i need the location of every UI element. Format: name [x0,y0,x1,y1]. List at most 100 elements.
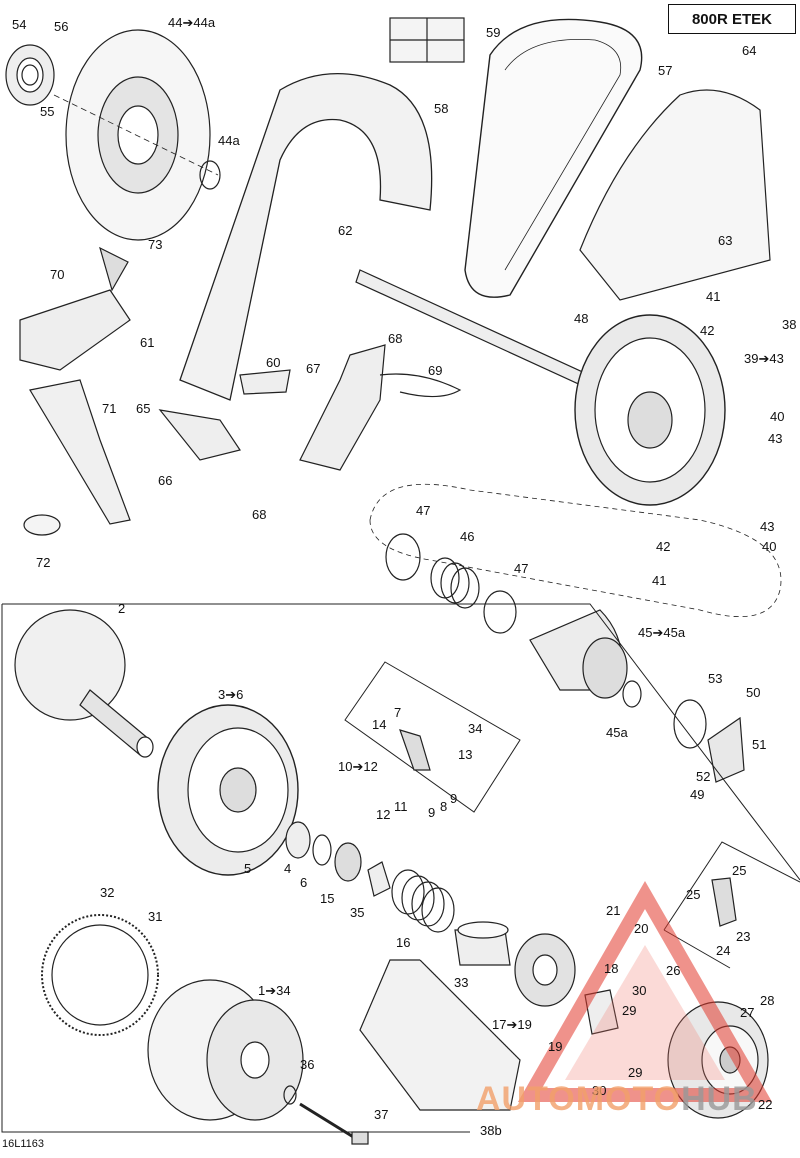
warning-decal-59 [389,17,465,63]
part-label-52: 52 [696,769,711,784]
part-label-44a-top: 44a [218,133,240,148]
ring-gear-31 [41,914,159,1036]
part-label-67: 67 [306,361,321,376]
part-label-35: 35 [350,905,365,920]
part-label-73: 73 [148,237,163,252]
part-label-50: 50 [746,685,761,700]
part-label-63: 63 [718,233,733,248]
part-label-5: 5 [244,861,252,876]
part-label-69: 69 [428,363,443,378]
part-label-28: 28 [760,993,775,1008]
part-label-14: 14 [372,717,387,732]
part-label-27: 27 [740,1005,755,1020]
part-label-37: 37 [374,1107,389,1122]
bracket-71 [29,379,131,525]
circlip-6 [312,834,332,866]
support-38b [359,959,521,1111]
part-label-22: 22 [758,1097,773,1112]
part-label-10-12: 10➔12 [338,759,378,774]
washer-47-a [385,533,421,581]
part-label-70: 70 [50,267,65,282]
part-label-25-top: 25 [732,863,747,878]
part-label-53: 53 [708,671,723,686]
washer-4 [285,821,311,859]
part-label-29-top: 29 [622,1003,637,1018]
part-label-7: 7 [394,705,402,720]
part-label-48: 48 [574,311,589,326]
part-label-42-bot: 42 [656,539,671,554]
part-label-41-bot: 41 [652,573,667,588]
cam-45 [529,609,628,699]
drive-pulley-group-outline [1,603,800,1133]
damper-72 [23,514,61,536]
bushing-18 [584,989,619,1035]
part-label-6: 6 [300,875,308,890]
part-label-46: 46 [460,529,475,544]
part-label-16: 16 [396,935,411,950]
bracket-70 [19,289,131,371]
drawing-code: 16L1163 [2,1138,45,1150]
circlip-45a [622,680,642,708]
part-label-54: 54 [12,17,27,32]
part-label-66: 66 [158,473,173,488]
guard-cover-63 [579,89,771,301]
part-label-43-bot: 43 [760,519,775,534]
bracket-23 [711,877,737,927]
part-label-68-bot: 68 [252,507,267,522]
washer-36 [283,1085,297,1105]
part-label-68-top: 68 [388,331,403,346]
part-label-72: 72 [36,555,51,570]
spring-46 [430,557,480,609]
part-label-71: 71 [102,401,117,416]
part-label-23: 23 [736,929,751,944]
exploded-group-outline [369,483,782,618]
part-label-30-top: 30 [632,983,647,998]
part-label-36: 36 [300,1057,315,1072]
part-label-40-bot: 40 [762,539,777,554]
belt-guard-58 [179,72,433,401]
part-label-4: 4 [284,861,292,876]
bushing-33 [454,921,511,966]
support-67 [299,344,386,471]
driven-pulley-39 [574,314,726,506]
washer-47-b [483,590,517,634]
part-label-18: 18 [604,961,619,976]
part-label-41-top: 41 [706,289,721,304]
part-label-8: 8 [440,799,448,814]
part-label-38: 38 [782,317,797,332]
part-label-13: 13 [458,747,473,762]
lever-7 [399,729,431,771]
lever-detail-box [344,661,521,813]
circlip-44a [199,160,221,190]
movable-sheave-3 [157,704,299,876]
part-label-24: 24 [716,943,731,958]
bearing-54 [5,44,55,106]
part-label-44-44a: 44➔44a [168,15,216,30]
seal-15 [334,842,362,882]
part-label-62: 62 [338,223,353,238]
part-label-11: 11 [394,799,408,814]
part-label-9-right: 9 [450,791,458,806]
model-label: 800R ETEK [668,4,796,34]
bracket-49 [707,716,745,783]
part-label-34-mid: 34 [468,721,483,736]
part-label-21: 21 [606,903,621,918]
part-label-47-mid: 47 [514,561,529,576]
part-label-65: 65 [136,401,151,416]
part-label-2: 2 [118,601,126,616]
spider-17 [514,933,576,1007]
part-label-61: 61 [140,335,155,350]
drive-belt-57 [464,18,643,298]
bolt-37 [299,1102,369,1145]
part-label-39-43: 39➔43 [744,351,784,366]
part-label-43-top: 43 [768,431,783,446]
bushing-35 [367,861,391,897]
part-label-38b: 38b [480,1123,502,1138]
part-label-20: 20 [634,921,649,936]
clip-73 [99,246,129,292]
part-label-30-bot: 30 [592,1083,607,1098]
part-label-9-left: 9 [428,805,436,820]
part-label-45a: 45a [606,725,628,740]
bracket-60 [239,369,291,395]
fixed-sheave-44 [53,29,219,241]
